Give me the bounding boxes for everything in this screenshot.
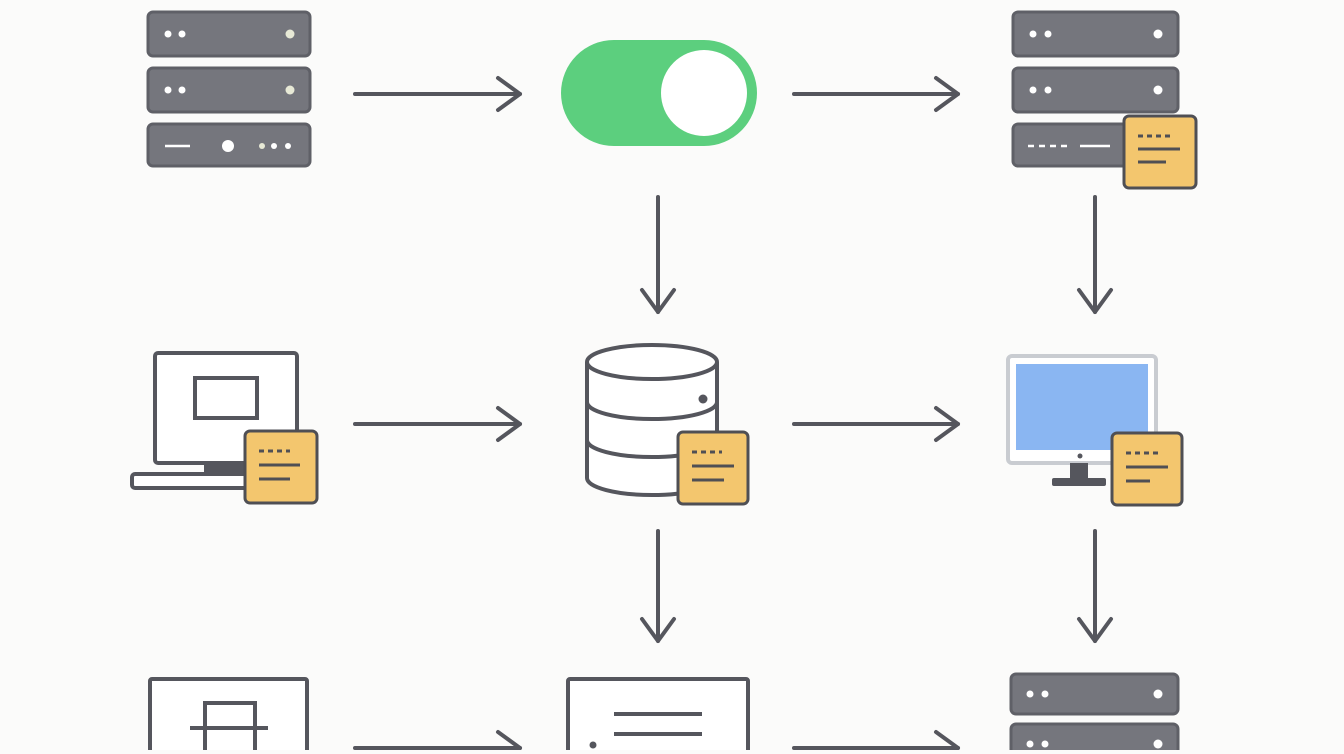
- sticky-note-icon: [1122, 114, 1198, 190]
- server-rack-icon: [1011, 10, 1180, 168]
- document-bottom-center: [566, 677, 750, 754]
- server-stack-top-left: [146, 10, 312, 168]
- window-bottom-left: [148, 677, 309, 754]
- server-rack-icon: [146, 10, 312, 168]
- arrow-server-to-monitor: [1077, 195, 1113, 314]
- arrow-window-to-document: [353, 730, 522, 754]
- arrow-document-to-server: [792, 730, 960, 754]
- server-stack-top-right: [1011, 10, 1198, 190]
- server-rack-icon: [1009, 672, 1180, 754]
- monitor-mid-right: [1006, 354, 1184, 507]
- server-stack-bottom-right: [1009, 672, 1180, 754]
- sticky-note-icon: [1110, 431, 1184, 507]
- laptop-mid-left: [130, 351, 319, 505]
- arrow-laptop-to-database: [353, 406, 522, 442]
- arrow-server-to-toggle: [353, 76, 522, 112]
- arrow-toggle-to-database: [640, 195, 676, 314]
- window-grid-icon: [148, 677, 309, 754]
- toggle-switch-on[interactable]: [561, 40, 757, 146]
- arrow-database-to-document: [640, 529, 676, 643]
- database-center: [585, 343, 750, 506]
- arrow-toggle-to-server: [792, 76, 960, 112]
- sticky-note-icon: [676, 430, 750, 506]
- toggle-switch-icon: [561, 40, 757, 146]
- sticky-note-icon: [243, 429, 319, 505]
- document-list-icon: [566, 677, 750, 754]
- arrow-monitor-to-server: [1077, 529, 1113, 643]
- arrow-database-to-monitor: [792, 406, 960, 442]
